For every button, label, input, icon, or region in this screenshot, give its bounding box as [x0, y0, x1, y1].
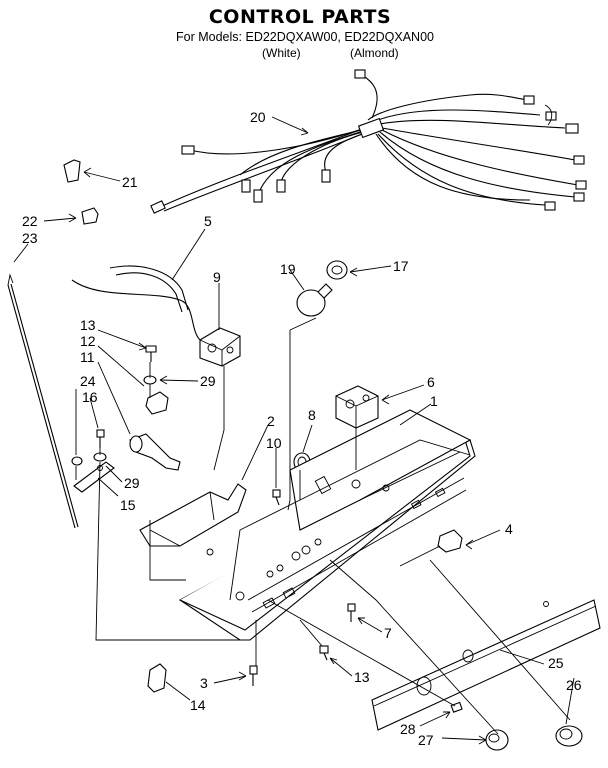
part-10-screw — [272, 489, 281, 506]
callout-27: 27 — [418, 732, 434, 748]
callout-9: 9 — [213, 269, 221, 285]
part-25-control-panel — [371, 599, 601, 731]
callout-19: 19 — [280, 261, 296, 277]
callout-25: 25 — [548, 655, 564, 671]
part-4-clip — [437, 529, 463, 553]
callout-28: 28 — [400, 721, 416, 737]
part-22-bracket — [81, 207, 99, 225]
part-13-screw — [145, 345, 157, 362]
part-13-screw-lower — [319, 645, 329, 661]
part-16-screw — [96, 429, 105, 448]
callout-5: 5 — [204, 213, 212, 229]
part-6-timer — [335, 385, 379, 429]
callout-4: 4 — [505, 521, 513, 537]
wire-harness — [150, 69, 587, 214]
part-21-clip — [63, 159, 81, 183]
callout-labels: 20 21 5 22 23 19 17 9 13 12 11 29 24 16 … — [22, 109, 582, 748]
callout-17: 17 — [393, 258, 409, 274]
models-line: For Models: ED22DQXAW00, ED22DQXAN00 — [176, 30, 434, 44]
callout-15: 15 — [120, 497, 136, 513]
callout-13-lower: 13 — [354, 669, 370, 685]
callout-16: 16 — [82, 389, 98, 405]
variant-white: (White) — [262, 46, 301, 60]
part-17-lamp-socket — [326, 260, 348, 280]
part-2-bracket — [139, 483, 247, 547]
callout-29-upper: 29 — [200, 373, 216, 389]
part-3-screw — [249, 665, 258, 686]
callout-21: 21 — [122, 174, 138, 190]
callout-29-lower: 29 — [124, 475, 140, 491]
callout-13-upper: 13 — [80, 317, 96, 333]
callout-7: 7 — [384, 625, 392, 641]
part-24-washer — [71, 456, 83, 466]
callout-14: 14 — [190, 697, 206, 713]
diagram-title: CONTROL PARTS — [208, 6, 392, 28]
callout-22: 22 — [22, 213, 38, 229]
callout-12: 12 — [80, 333, 96, 349]
callout-26: 26 — [566, 677, 582, 693]
callout-11: 11 — [80, 349, 95, 365]
callout-8: 8 — [308, 407, 316, 423]
callout-2: 2 — [267, 413, 275, 429]
callout-20: 20 — [250, 109, 266, 125]
part-5-tube — [71, 265, 201, 341]
leader-lines — [13, 116, 575, 745]
part-7-screw — [347, 603, 356, 622]
callout-23: 23 — [22, 230, 38, 246]
assembly-lines — [75, 317, 571, 735]
callout-1: 1 — [430, 393, 438, 409]
part-1-control-housing — [178, 409, 476, 641]
part-26-knob — [555, 725, 583, 747]
part-14-bracket — [147, 663, 167, 693]
part-9-thermostat — [199, 327, 241, 367]
callout-6: 6 — [427, 374, 435, 390]
part-19-light-bulb — [296, 283, 333, 317]
callout-3: 3 — [200, 675, 208, 691]
part-11-cam — [129, 433, 181, 471]
part-23-rod — [7, 273, 79, 529]
callout-24: 24 — [80, 373, 96, 389]
variant-almond: (Almond) — [350, 46, 399, 60]
part-28-clip — [450, 701, 463, 713]
callout-10: 10 — [266, 435, 282, 451]
part-12-bracket — [145, 391, 169, 415]
